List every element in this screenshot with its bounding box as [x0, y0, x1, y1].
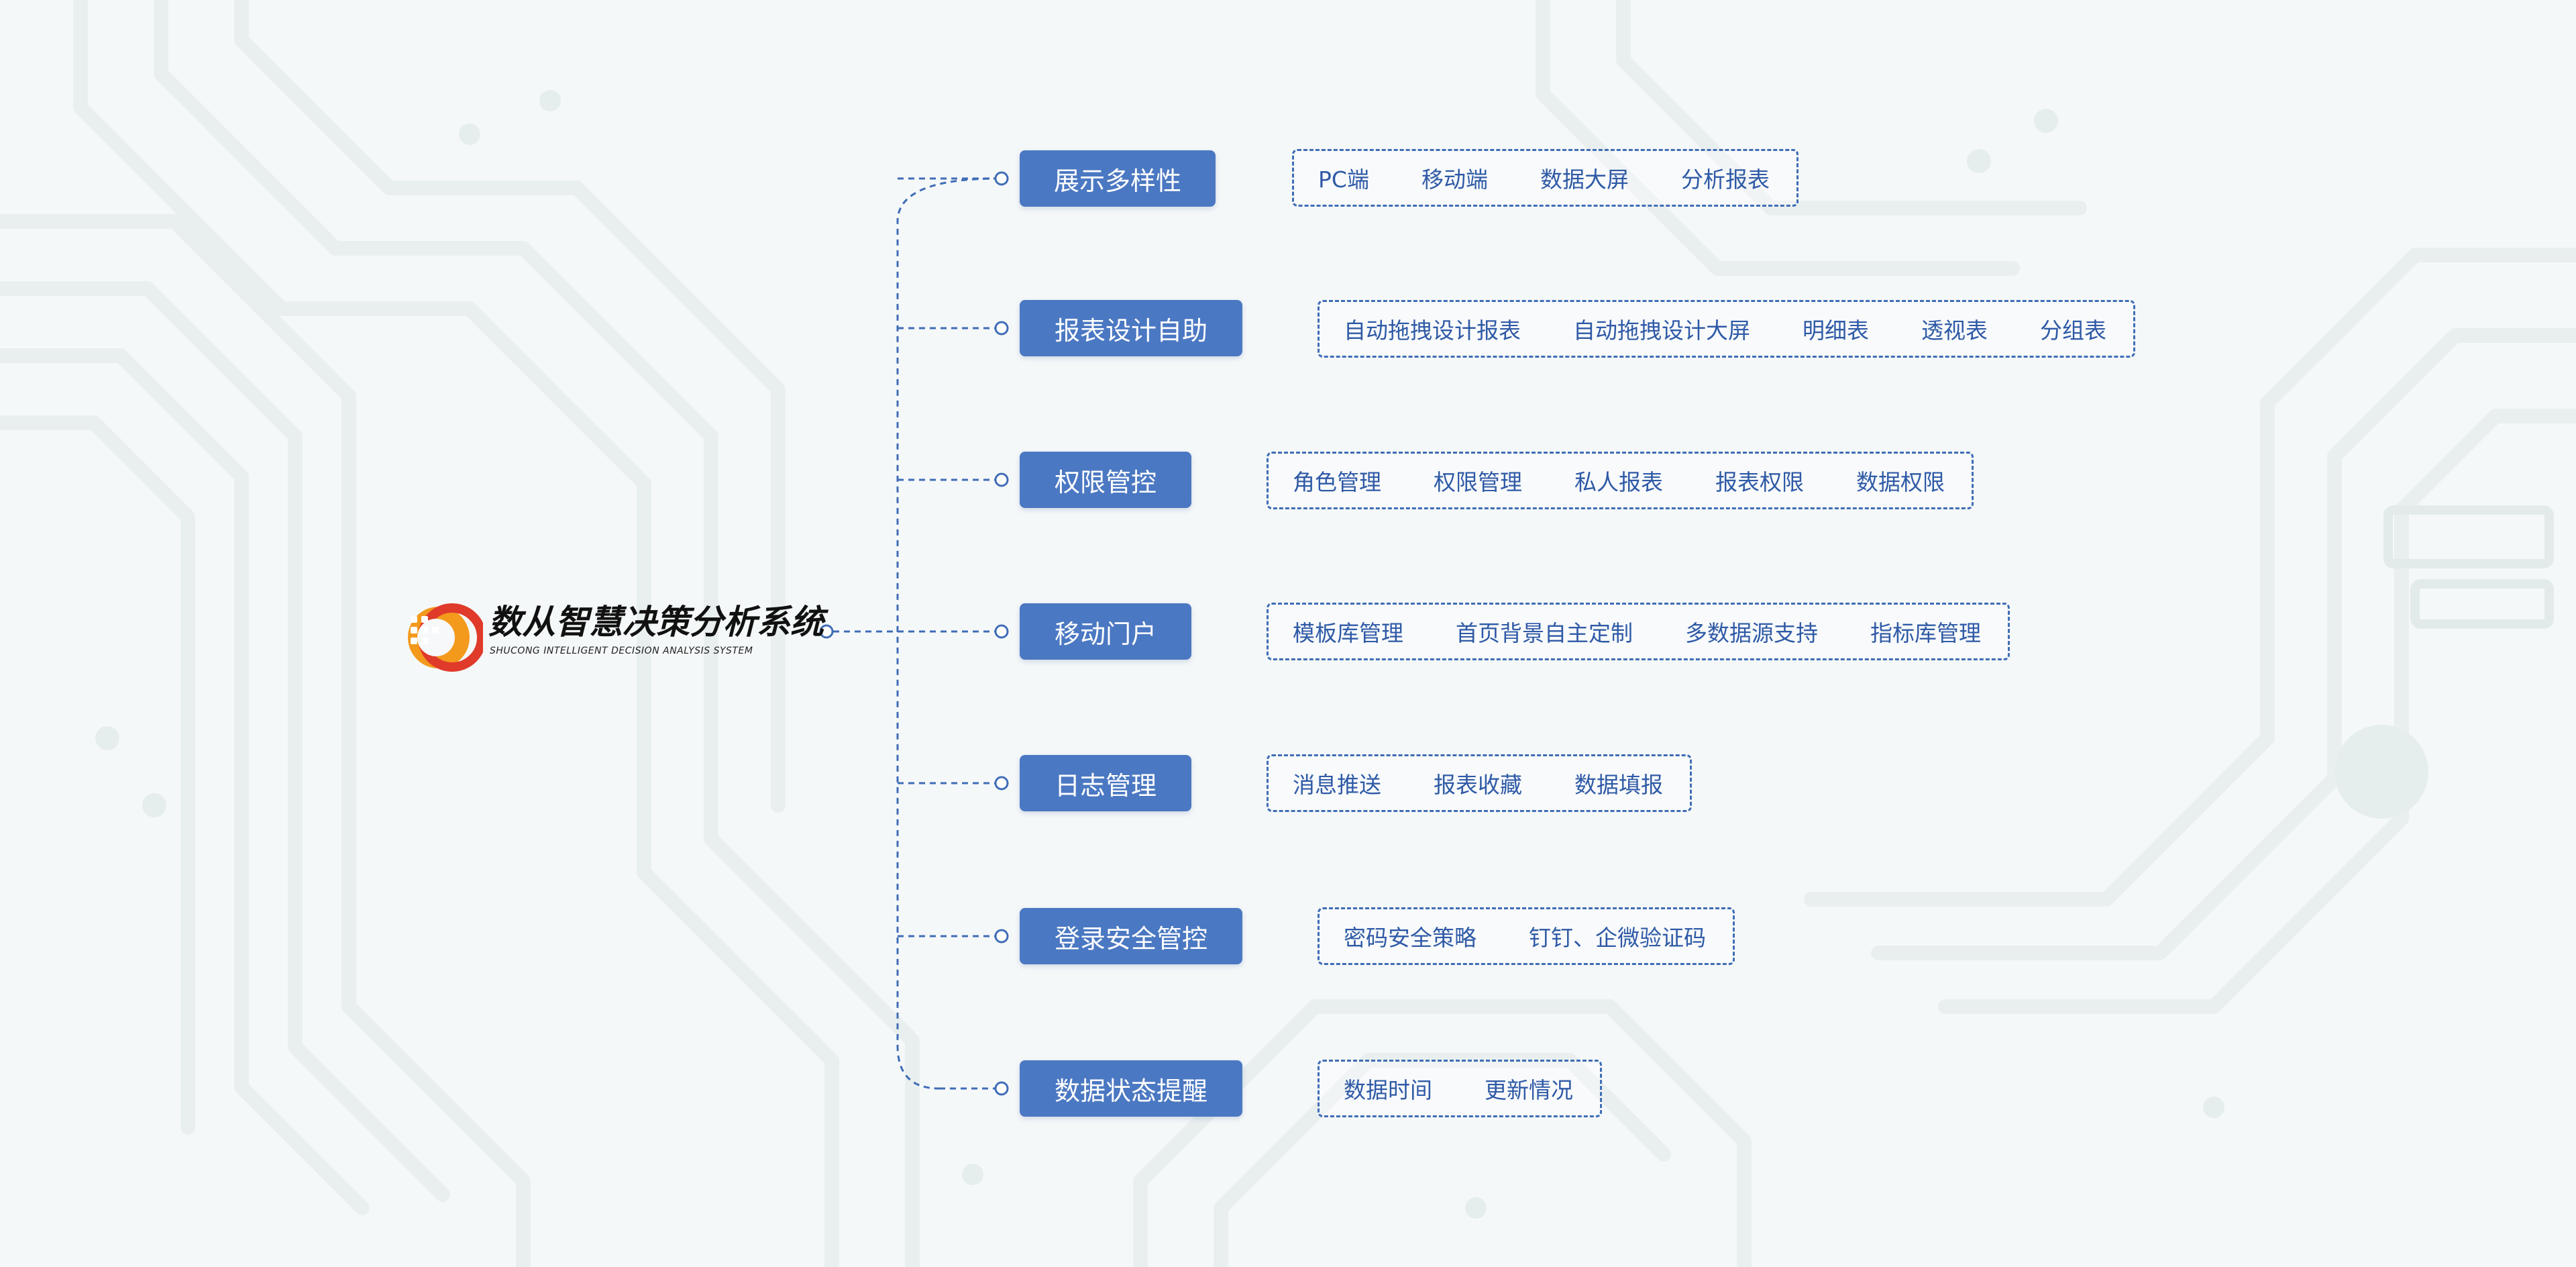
- leaf-item[interactable]: PC端: [1318, 166, 1369, 193]
- branch-report-design[interactable]: 报表设计自助: [1020, 300, 1242, 356]
- leaf-item[interactable]: 多数据源支持: [1685, 620, 1818, 646]
- leaf-item[interactable]: 分析报表: [1680, 166, 1770, 193]
- branch-display-diversity[interactable]: 展示多样性: [1020, 150, 1216, 207]
- leaf-item[interactable]: 报表收藏: [1434, 772, 1522, 798]
- branch-log-management[interactable]: 日志管理: [1020, 755, 1191, 811]
- leaf-item[interactable]: 权限管理: [1434, 469, 1522, 495]
- branch-login-security[interactable]: 登录安全管控: [1020, 908, 1242, 964]
- leaf-item[interactable]: 指标库管理: [1870, 620, 1981, 646]
- leaf-item[interactable]: 报表权限: [1715, 469, 1804, 495]
- branch-dot-1: [994, 171, 1009, 186]
- leaf-item[interactable]: 数据填报: [1574, 772, 1663, 798]
- leaf-item[interactable]: 数据大屏: [1540, 166, 1629, 193]
- logo-subtitle: SHUCONG INTELLIGENT DECISION ANALYSIS SY…: [490, 646, 753, 656]
- leaf-group-report-design: 自动拖拽设计报表 自动拖拽设计大屏 明细表 透视表 分组表: [1318, 300, 2135, 358]
- branch-dot-7: [994, 1081, 1009, 1096]
- branch-data-status-reminder[interactable]: 数据状态提醒: [1020, 1060, 1242, 1117]
- leaf-item[interactable]: 数据时间: [1344, 1077, 1432, 1103]
- leaf-item[interactable]: 自动拖拽设计报表: [1344, 317, 1521, 344]
- leaf-item[interactable]: 移动端: [1421, 166, 1488, 193]
- leaf-group-log-management: 消息推送 报表收藏 数据填报: [1267, 754, 1692, 812]
- leaf-group-mobile-portal: 模板库管理 首页背景自主定制 多数据源支持 指标库管理: [1267, 603, 2010, 660]
- branch-mobile-portal[interactable]: 移动门户: [1020, 603, 1191, 660]
- root-node-dot: [819, 624, 834, 639]
- leaf-item[interactable]: 消息推送: [1293, 772, 1381, 798]
- root-logo: 数从智慧决策分析系统 SHUCONG INTELLIGENT DECISION …: [396, 599, 824, 674]
- logo-mark-icon: [408, 603, 483, 672]
- leaf-item[interactable]: 分组表: [2040, 317, 2106, 344]
- leaf-group-login-security: 密码安全策略 钉钉、企微验证码: [1318, 907, 1735, 965]
- branch-dot-4: [994, 624, 1009, 639]
- leaf-item[interactable]: 更新情况: [1485, 1077, 1573, 1103]
- leaf-group-permission-control: 角色管理 权限管理 私人报表 报表权限 数据权限: [1267, 452, 1974, 509]
- logo-title: 数从智慧决策分析系统: [488, 603, 824, 642]
- leaf-item[interactable]: 钉钉、企微验证码: [1529, 925, 1706, 951]
- branch-dot-5: [994, 776, 1009, 791]
- leaf-item[interactable]: 透视表: [1921, 317, 1988, 344]
- connector-trunk: [896, 177, 1000, 1090]
- leaf-item[interactable]: 密码安全策略: [1344, 925, 1477, 951]
- leaf-item[interactable]: 模板库管理: [1293, 620, 1403, 646]
- leaf-item[interactable]: 私人报表: [1574, 469, 1663, 495]
- branch-dot-6: [994, 929, 1009, 944]
- leaf-item[interactable]: 首页背景自主定制: [1456, 620, 1633, 646]
- branch-dot-2: [994, 321, 1009, 336]
- leaf-item[interactable]: 数据权限: [1856, 469, 1945, 495]
- leaf-group-display-diversity: PC端 移动端 数据大屏 分析报表: [1292, 149, 1799, 207]
- leaf-item[interactable]: 明细表: [1803, 317, 1869, 344]
- leaf-item[interactable]: 角色管理: [1293, 469, 1381, 495]
- branch-permission-control[interactable]: 权限管控: [1020, 452, 1191, 508]
- leaf-item[interactable]: 自动拖拽设计大屏: [1573, 317, 1750, 344]
- leaf-group-data-status-reminder: 数据时间 更新情况: [1318, 1060, 1602, 1117]
- branch-dot-3: [994, 472, 1009, 487]
